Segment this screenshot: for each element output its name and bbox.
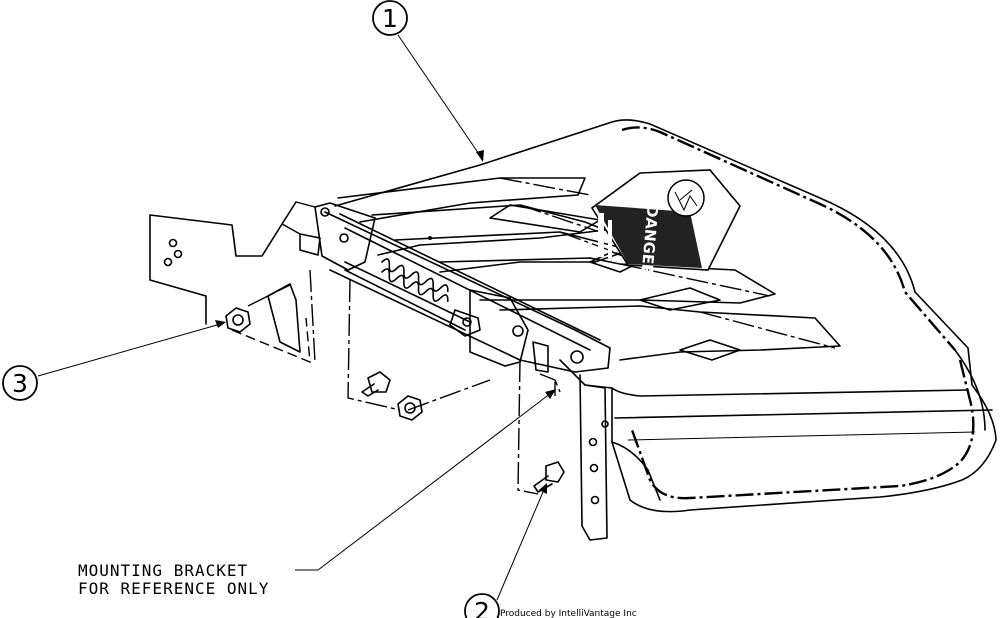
nut-left <box>225 307 251 333</box>
callout-1-number: 1 <box>382 4 398 33</box>
hinge-assembly <box>299 202 611 373</box>
note-line-1: MOUNTING BRACKET <box>78 561 248 580</box>
footer-watermark: Produced by IntelliVantage Inc <box>500 609 637 618</box>
spring <box>381 258 449 303</box>
bolt-left <box>361 371 391 397</box>
callout-2: 2 <box>464 593 500 618</box>
mounting-bracket-left <box>149 201 491 411</box>
reference-note: MOUNTING BRACKET FOR REFERENCE ONLY <box>78 561 269 598</box>
callout-3-number: 3 <box>12 369 28 398</box>
note-line-2: FOR REFERENCE ONLY <box>78 579 269 598</box>
callout-2-number: 2 <box>474 597 490 618</box>
nut-center <box>397 395 423 421</box>
deflector-chute <box>334 119 997 513</box>
leader-lines <box>37 34 556 601</box>
bolt-right <box>533 461 565 493</box>
mounting-bracket-right <box>517 359 609 541</box>
danger-decal: DANGER <box>590 169 741 277</box>
callout-3: 3 <box>2 365 38 401</box>
callout-1: 1 <box>372 0 408 36</box>
